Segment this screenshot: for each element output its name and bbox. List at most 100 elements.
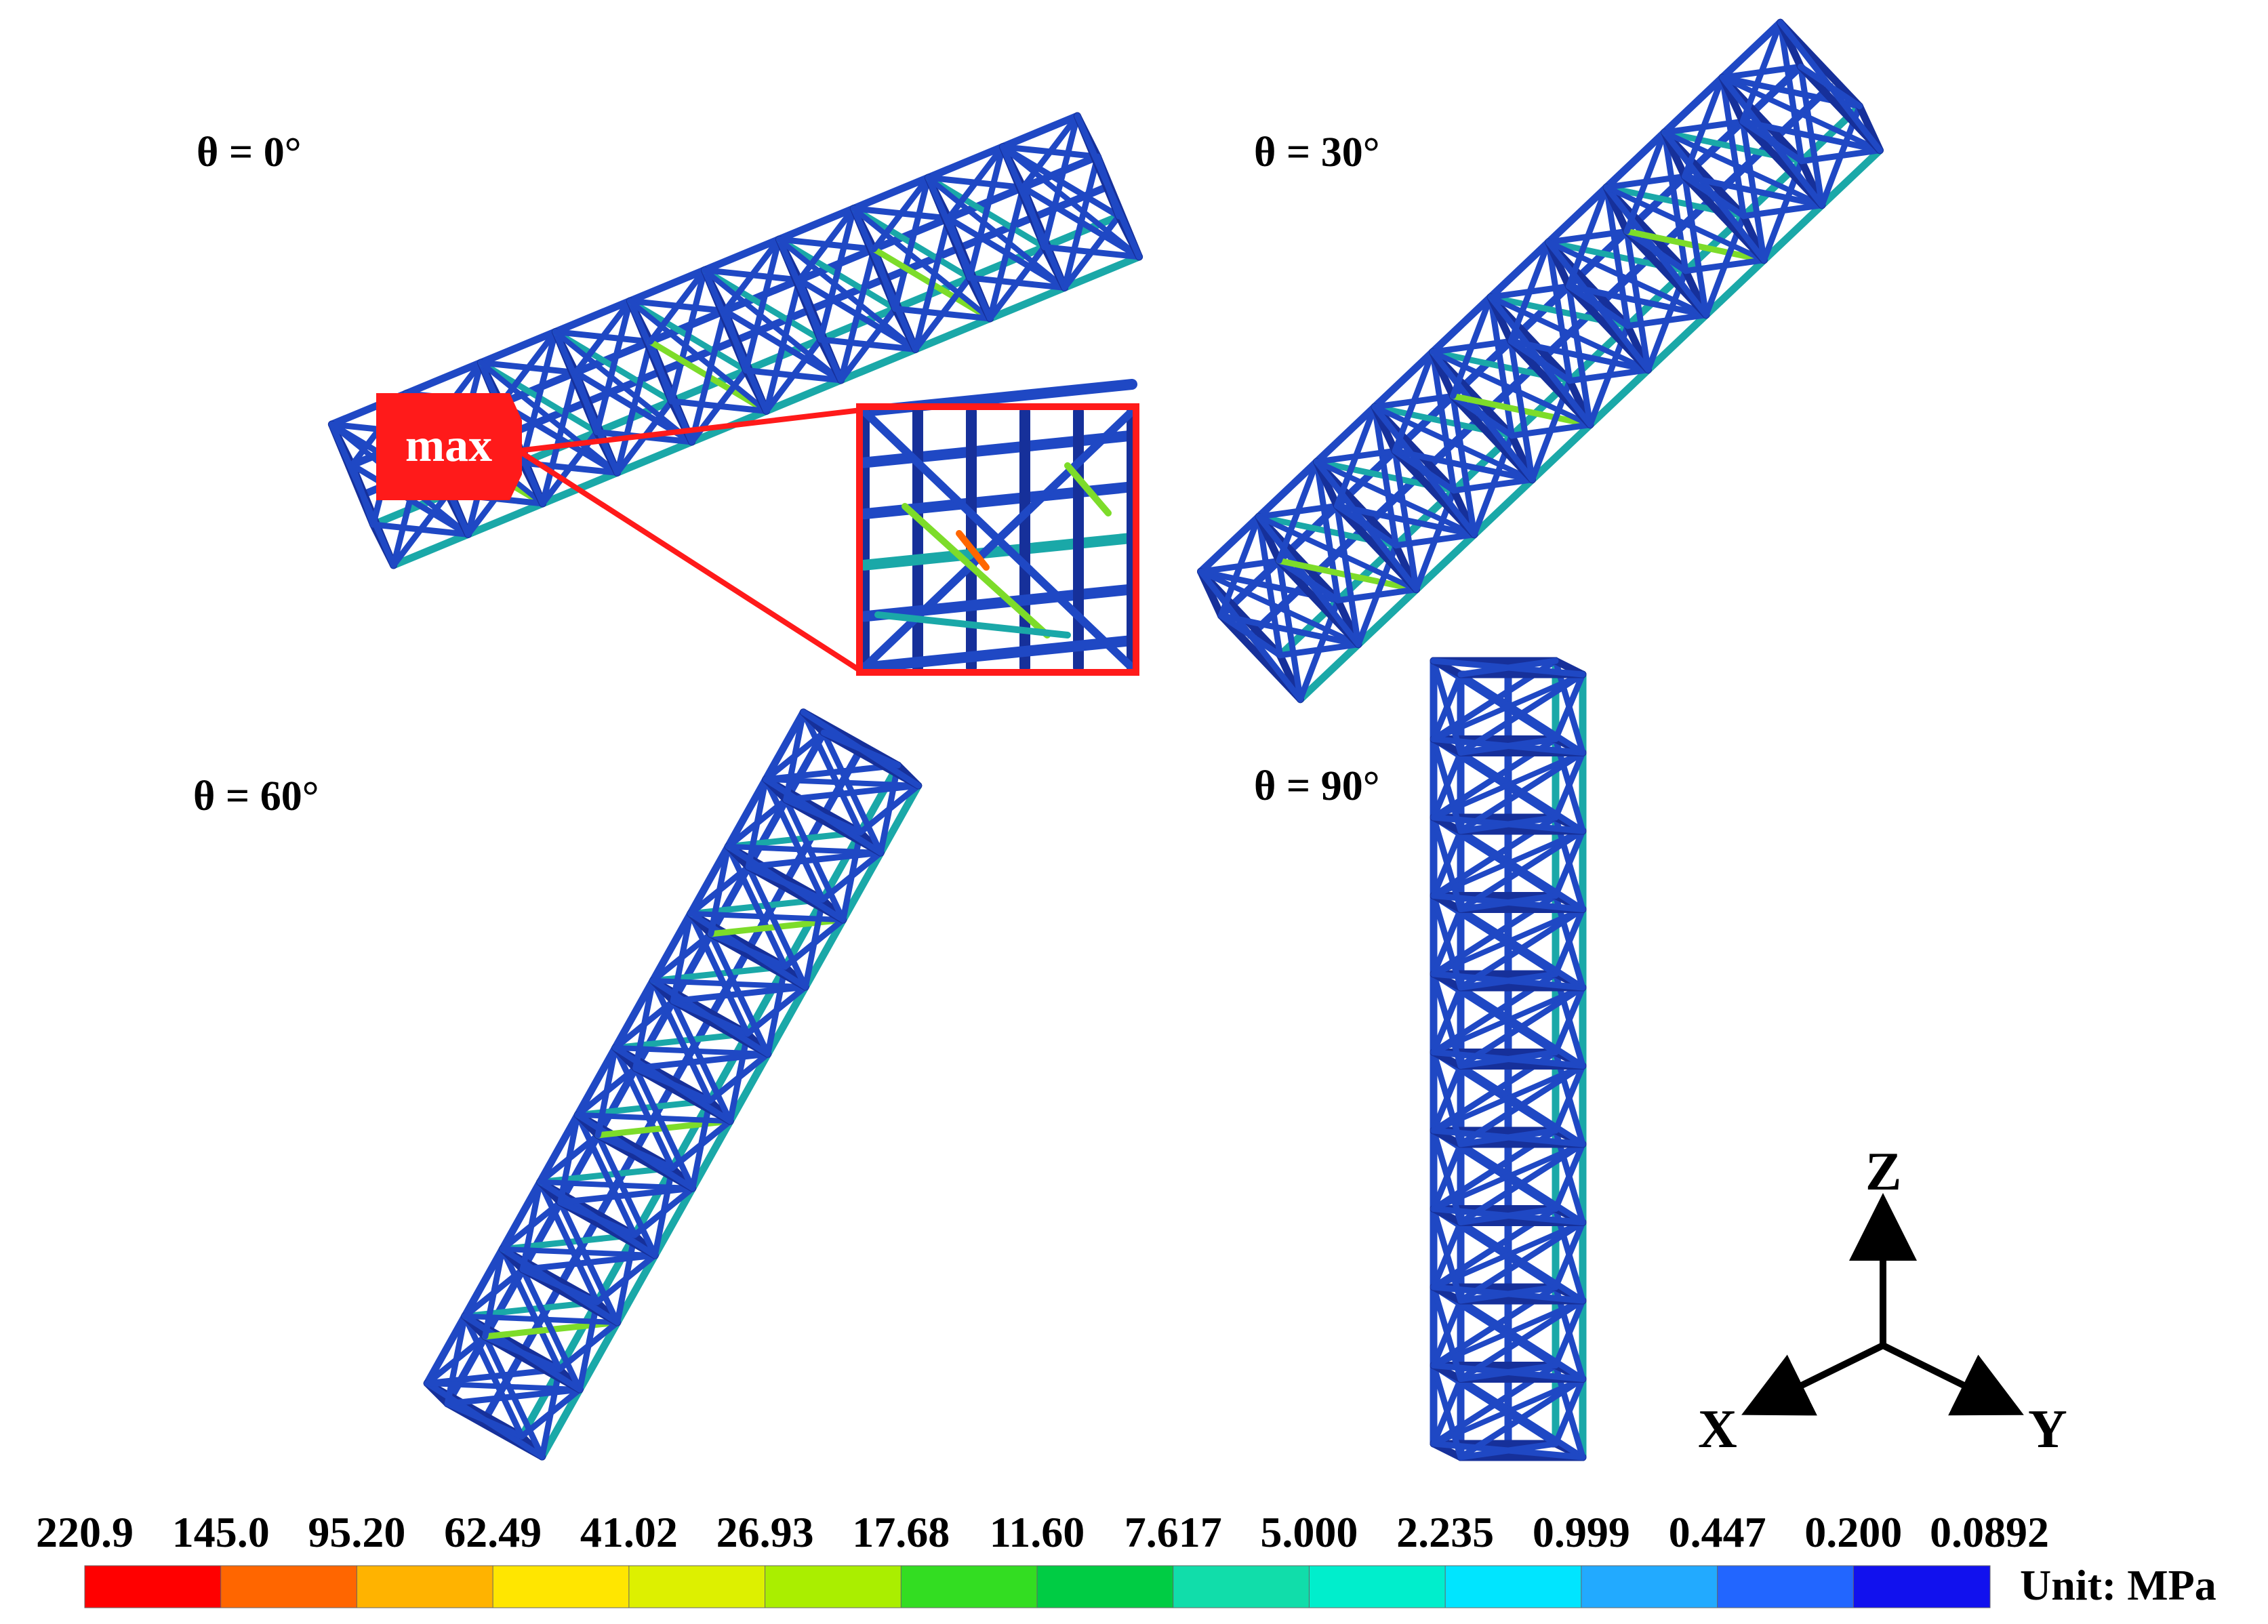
lattice-beam-60deg xyxy=(423,708,923,1461)
lattice-internal-brace xyxy=(1431,1298,1585,1368)
lattice-brace xyxy=(1276,557,1303,703)
lattice-internal-brace xyxy=(687,910,846,923)
lattice-brace xyxy=(1739,118,1767,264)
lattice-brace xyxy=(632,977,656,1072)
lattice-brace xyxy=(1457,1063,1586,1148)
lattice-frame-diagonal xyxy=(870,246,899,312)
lattice-frame-diagonal xyxy=(1457,1206,1559,1225)
inset-stressed-bar xyxy=(1064,462,1112,516)
lattice-brace xyxy=(614,338,653,476)
lattice-brace xyxy=(1371,403,1399,549)
lattice-brace xyxy=(763,336,824,414)
lattice-frame-diagonal xyxy=(632,1065,713,1104)
lattice-internal-brace xyxy=(500,1246,658,1259)
lattice-frame-diagonal xyxy=(1457,1127,1559,1148)
legend-color-swatch xyxy=(1308,1565,1446,1608)
lattice-brace xyxy=(892,174,931,312)
lattice-brace xyxy=(519,1179,544,1273)
lattice-frame-diagonal xyxy=(1566,283,1631,329)
lattice-brace xyxy=(727,1030,751,1124)
lattice-brace xyxy=(687,910,751,1037)
lattice-brace xyxy=(576,1299,601,1393)
lattice-brace xyxy=(912,275,973,352)
lattice-frame-diagonal xyxy=(519,1266,601,1305)
lattice-internal-brace xyxy=(1720,75,1883,153)
lattice-internal-brace xyxy=(925,175,1068,291)
lattice-brace xyxy=(462,1313,525,1440)
lattice-frame-diagonal xyxy=(1457,814,1559,834)
lattice-frame-diagonal xyxy=(1457,1440,1559,1461)
lattice-brace xyxy=(482,1333,546,1460)
legend-color-swatch xyxy=(220,1565,358,1608)
view-label-30: θ = 30° xyxy=(1254,129,1380,176)
lattice-brace xyxy=(1392,447,1419,593)
legend-color-swatch xyxy=(1581,1565,1719,1608)
zoom-inset-frame xyxy=(856,403,1139,676)
lattice-brace xyxy=(967,144,1006,281)
max-marker-label: max xyxy=(405,420,492,472)
max-marker: max xyxy=(376,393,522,500)
legend-color-swatch xyxy=(356,1565,494,1608)
lattice-brace xyxy=(1457,750,1586,834)
lattice-brace xyxy=(1019,113,1080,191)
lattice-brace xyxy=(1566,184,1610,289)
legend-value-label: 0.0892 xyxy=(1930,1508,2049,1556)
lattice-brace xyxy=(721,236,782,314)
lattice-brace xyxy=(482,1246,506,1340)
lattice-internal-brace xyxy=(702,267,844,383)
lattice-frame-diagonal xyxy=(1457,1284,1559,1304)
inset-stressed-bar xyxy=(874,611,1071,638)
x-axis-label: X xyxy=(1698,1400,1737,1459)
lattice-brace xyxy=(1334,502,1362,648)
legend-color-bar xyxy=(84,1565,1991,1608)
lattice-brace xyxy=(689,308,728,445)
lattice-brace xyxy=(1255,513,1283,659)
lattice-brace xyxy=(557,1112,581,1206)
lattice-frame-diagonal xyxy=(1218,612,1283,659)
legend-value-label: 11.60 xyxy=(990,1508,1085,1556)
lattice-brace xyxy=(745,864,809,990)
lattice-internal-brace xyxy=(424,1380,583,1393)
lattice-brace xyxy=(987,184,1026,322)
lattice-brace xyxy=(632,1065,696,1192)
lattice-frame-diagonal xyxy=(594,1132,676,1171)
lattice-frame-diagonal xyxy=(482,1333,563,1373)
lattice-frame-diagonal xyxy=(557,1199,638,1238)
legend-color-swatch xyxy=(628,1565,767,1608)
lattice-internal-brace xyxy=(1431,672,1585,742)
legend-value-label: 95.20 xyxy=(308,1508,405,1556)
legend-color-swatch xyxy=(1036,1565,1175,1608)
lattice-frame-diagonal xyxy=(572,369,601,435)
lattice-brace xyxy=(1041,113,1080,250)
lattice-brace xyxy=(519,329,559,466)
lattice-brace xyxy=(838,305,899,384)
lattice-brace xyxy=(1623,228,1651,373)
lattice-brace xyxy=(689,1097,713,1192)
lattice-brace xyxy=(725,843,788,970)
lattice-brace xyxy=(708,931,771,1057)
z-axis-label: Z xyxy=(1865,1142,1901,1202)
lattice-brace xyxy=(1682,173,1709,319)
lattice-brace xyxy=(594,1044,619,1139)
lattice-internal-brace xyxy=(776,237,918,352)
inset-horizontal-bar xyxy=(859,584,1137,622)
lattice-brace xyxy=(1430,657,1464,756)
legend-value-label: 0.447 xyxy=(1669,1508,1766,1556)
lattice-brace xyxy=(1487,293,1515,439)
lattice-frame-diagonal xyxy=(348,462,377,528)
lattice-brace xyxy=(1603,184,1631,329)
lattice-brace xyxy=(1061,153,1101,291)
lattice-brace xyxy=(820,729,884,856)
lattice-brace xyxy=(594,298,633,435)
lattice-internal-brace xyxy=(1372,404,1535,483)
lattice-brace xyxy=(670,910,694,1004)
lattice-brace xyxy=(647,267,708,345)
lattice-brace xyxy=(1276,458,1320,564)
inset-horizontal-bar xyxy=(859,635,1137,673)
lattice-brace xyxy=(1061,213,1122,291)
lattice-internal-brace xyxy=(462,1313,620,1326)
lattice-brace xyxy=(877,762,902,856)
lattice-internal-brace xyxy=(725,843,884,856)
legend-color-swatch xyxy=(1173,1565,1310,1608)
